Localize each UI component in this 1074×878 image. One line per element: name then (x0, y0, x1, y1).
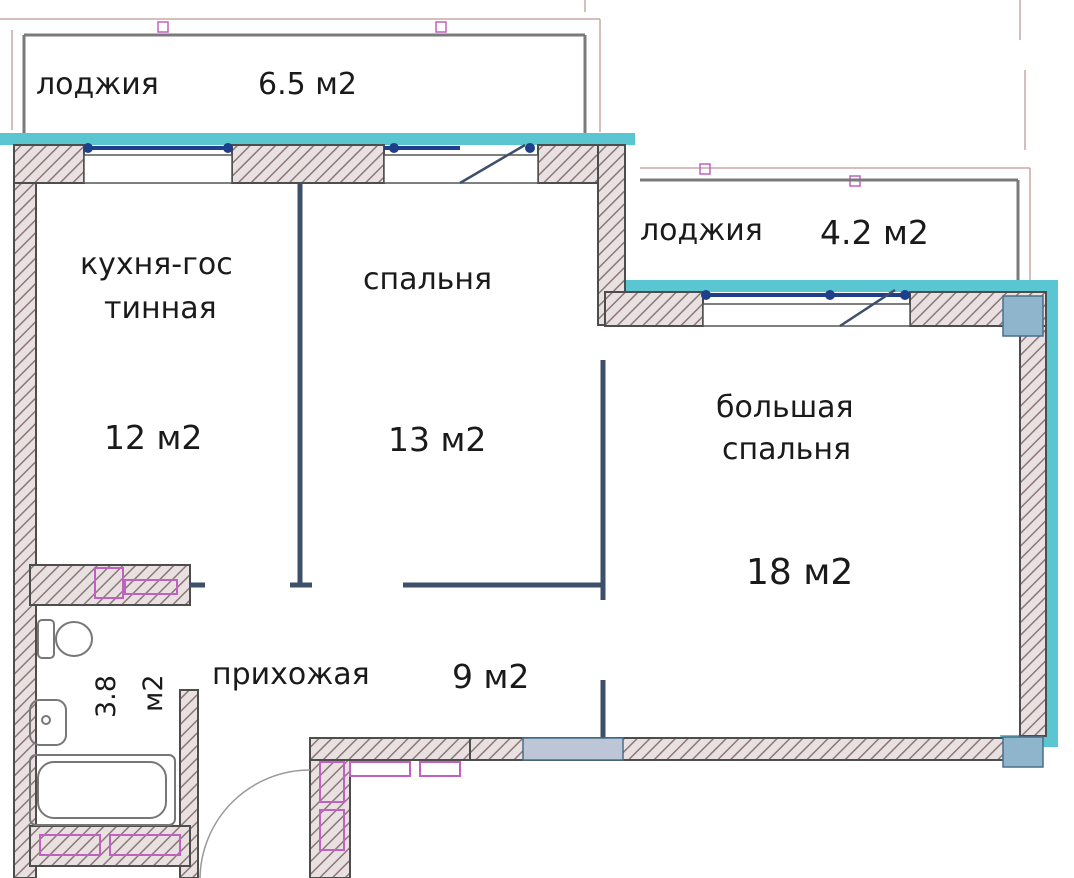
vent-shafts (39, 567, 461, 856)
door-swing-arc (199, 769, 311, 878)
loggia-2-name: лоджия (640, 213, 763, 248)
kitchen-area: 12 м2 (104, 418, 203, 457)
walls (13, 144, 1047, 878)
toilet-icon (37, 619, 93, 659)
loggia-1-area: 6.5 м2 (258, 67, 357, 102)
bathroom-area-unit: м2 (138, 674, 169, 712)
balcony-doors (459, 143, 896, 328)
loggia-1-name: лоджия (36, 67, 159, 102)
grid-lines (0, 0, 1031, 280)
bathtub-icon (29, 754, 176, 826)
column-blocks (522, 295, 1044, 768)
bathroom-area-number: 3.8 (91, 675, 122, 718)
loggia-2-area: 4.2 м2 (820, 213, 929, 252)
kitchen-name-line2: тинная (104, 291, 217, 326)
master-bedroom-name-line1: большая (716, 390, 854, 425)
hallway-name: прихожая (212, 657, 370, 692)
bedroom-name: спальня (363, 262, 493, 297)
window-frames (83, 154, 911, 327)
master-bedroom-name-line2: спальня (722, 432, 852, 467)
loggia-walls (22, 33, 1020, 280)
master-bedroom-area: 18 м2 (746, 552, 854, 593)
bedroom-area: 13 м2 (388, 420, 487, 459)
hallway-area: 9 м2 (452, 657, 530, 696)
window-nodes (83, 143, 910, 300)
windows (84, 146, 910, 297)
partitions (190, 183, 606, 738)
sink-icon (29, 699, 67, 746)
kitchen-name-line1: кухня-гос (80, 247, 233, 282)
